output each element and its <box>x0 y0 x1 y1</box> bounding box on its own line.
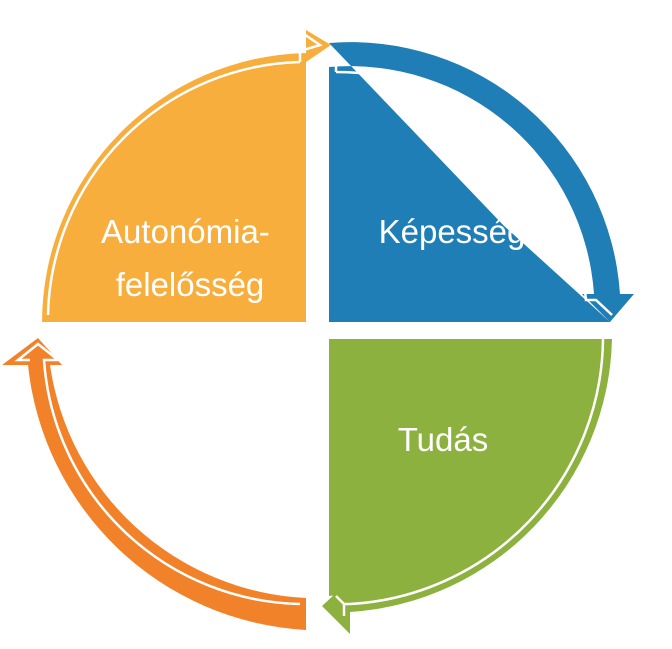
segment-bottom-left: Attitűd <box>2 338 306 630</box>
segment-top-right: Képesség <box>329 42 634 322</box>
segment-bottom-right: Tudás <box>322 338 612 634</box>
segment-top-right-label-line-1: Képesség <box>379 213 526 250</box>
segment-top-left-outline <box>46 28 323 316</box>
segment-bottom-right-label: Tudás <box>398 421 489 458</box>
segment-bottom-left-label: Attitűd <box>143 421 237 458</box>
segment-bottom-right-outline <box>335 338 605 616</box>
segment-top-right-shape <box>329 42 634 322</box>
segment-top-left-shape <box>42 30 331 322</box>
segment-top-left: Autonómia- felelősség <box>42 28 331 322</box>
segment-bottom-left-outline <box>14 342 301 606</box>
segment-top-right-label: Képesség <box>379 213 526 250</box>
segment-top-right-outline <box>334 60 613 316</box>
segment-top-left-label-line-2: felelősség <box>116 266 265 303</box>
segment-bottom-right-label-line-1: Tudás <box>398 421 489 458</box>
segment-top-left-label-line-1: Autonómia- <box>101 213 270 250</box>
segment-bottom-left-label-line-1: Attitűd <box>143 421 237 458</box>
segment-bottom-right-shape <box>322 339 612 634</box>
segment-bottom-left-shape <box>2 338 306 630</box>
segment-top-left-label: Autonómia- felelősség <box>101 213 279 303</box>
